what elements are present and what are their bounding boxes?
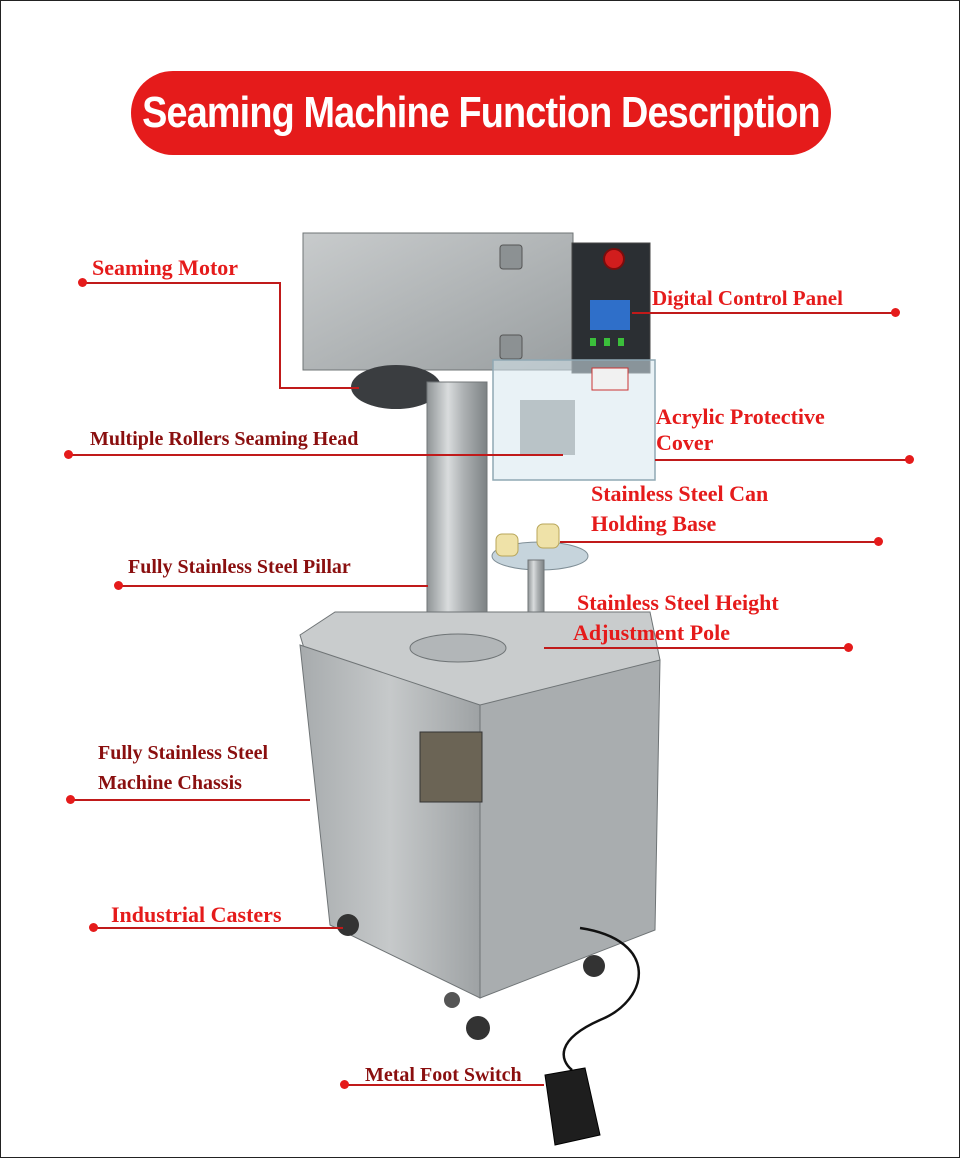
seaming-motor-shape — [351, 365, 441, 409]
label-multiple-rollers-seaming-head: Multiple Rollers Seaming Head — [90, 428, 359, 450]
label-pillar: Fully Stainless Steel Pillar — [128, 556, 351, 578]
title-banner: Seaming Machine Function Description — [131, 71, 831, 155]
seaming-head-housing — [302, 232, 574, 371]
casters — [337, 914, 605, 1040]
label-metal-foot-switch: Metal Foot Switch — [365, 1064, 522, 1086]
label-chassis-line2: Machine Chassis — [98, 772, 242, 794]
chassis-right — [479, 659, 661, 999]
label-chassis-line1: Fully Stainless Steel — [98, 742, 269, 764]
label-height-pole-line2: Adjustment Pole — [573, 620, 731, 645]
label-acrylic-cover-line2: Cover — [656, 430, 714, 455]
foot-switch-cable — [562, 926, 640, 1071]
pillar-shape — [426, 381, 488, 653]
page-title: Seaming Machine Function Description — [142, 88, 820, 137]
control-panel — [571, 242, 651, 374]
label-can-base-line1: Stainless Steel Can — [591, 481, 769, 506]
acrylic-cover — [492, 359, 656, 481]
can-holding-base — [491, 523, 589, 571]
chassis-left — [299, 644, 481, 999]
nameplate — [419, 731, 483, 803]
label-can-base-line2: Holding Base — [591, 511, 717, 536]
foot-switch-pedal — [544, 1067, 601, 1146]
label-height-pole-line1: Stainless Steel Height — [577, 590, 779, 615]
label-digital-control-panel: Digital Control Panel — [652, 286, 843, 310]
label-acrylic-cover-line1: Acrylic Protective — [656, 404, 825, 429]
label-seaming-motor: Seaming Motor — [92, 255, 239, 280]
label-industrial-casters: Industrial Casters — [111, 902, 282, 927]
